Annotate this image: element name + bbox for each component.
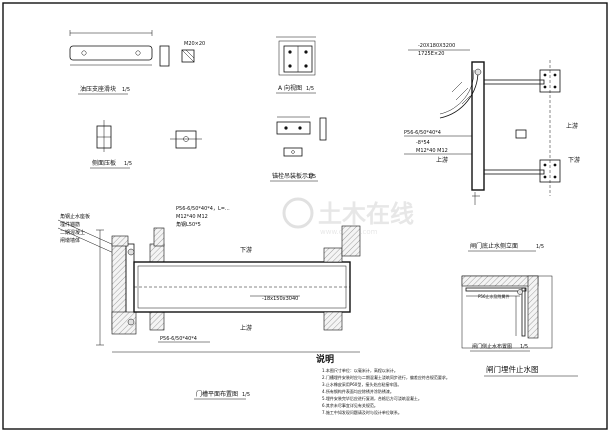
note-item: 4.所有钢构件表面均应除锈并涂防锈漆。 bbox=[322, 388, 394, 394]
plan-left-callout-2: 埋件锚筋 bbox=[60, 221, 80, 228]
seal-corner-detail: P56止水及附属件 闸门侧止水布置图 1/5 闸门埋件止水图 bbox=[461, 275, 578, 377]
eyebolt-scale: 1/5 bbox=[308, 174, 316, 180]
elev-callout-e: -20X180X3200 bbox=[418, 43, 455, 49]
plan-callout-a: P56-6/50*40*4，L=... bbox=[176, 206, 230, 212]
seal-note: P56止水及附属件 bbox=[478, 293, 510, 299]
plan-mid-callout: -18x150x3040 bbox=[262, 296, 298, 302]
note-item: 2.门槽埋件安装时应与二期混凝土浇筑同步进行，偏差应符合规范要求。 bbox=[322, 374, 450, 380]
seal-corner-title: 闸门侧止水布置图 bbox=[472, 343, 512, 350]
elev-upstream-left: 上游 bbox=[436, 156, 448, 164]
plan-callout-c: 角钢L50*5 bbox=[176, 221, 201, 228]
gate-plan-title: 门槽平面布置图 bbox=[196, 390, 238, 398]
side-plate-title: 侧面压板 bbox=[92, 159, 116, 167]
plan-callout-b: M12*40 M12 bbox=[176, 214, 208, 220]
notes-title: 说明 bbox=[316, 353, 334, 365]
elev-downstream: 下游 bbox=[568, 156, 580, 164]
plan-left-callout-3: 二期混凝土 bbox=[60, 229, 85, 236]
side-plate-detail: 侧面压板 1/5 bbox=[90, 120, 202, 169]
slider-dim-label: M20×20 bbox=[184, 41, 205, 47]
elev-callout-c: M12*40 M12 bbox=[416, 148, 448, 154]
note-item: 7.施工中如发现问题请及时与设计单位联系。 bbox=[322, 409, 402, 415]
note-item: 5.埋件安装完毕后应进行复测，合格后方可浇筑混凝土。 bbox=[322, 395, 422, 401]
gate-plan-scale: 1/5 bbox=[242, 392, 250, 398]
elev-callout-a: P56-6/50*40*4 bbox=[404, 130, 441, 136]
gate-elevation: -20X180X3200 1725E×20 P56-6/50*40*4 -8*5… bbox=[404, 43, 580, 252]
watermark: 土木在线 www.co188.com bbox=[282, 197, 414, 236]
slider-title: 油压支座滑块 bbox=[80, 85, 116, 93]
note-item: 6.其余未尽事宜详见有关规范。 bbox=[322, 402, 378, 408]
direction-view: A 向视图 1/5 bbox=[276, 36, 316, 94]
seal-corner-scale: 1/5 bbox=[520, 344, 528, 350]
eyebolt-title: 锚栓吊装板示意 bbox=[272, 172, 314, 180]
eyebolt-detail: 锚栓吊装板示意 1/5 bbox=[270, 116, 327, 182]
elev-callout-b: -8*54 bbox=[416, 140, 430, 146]
note-item: 3.止水橡皮采用P60型，接头处应粘接牢固。 bbox=[322, 381, 401, 387]
plan-left-callout-4: 闸墩墙体 bbox=[60, 237, 80, 244]
plan-bottom-callout: P56-6/50*40*4 bbox=[160, 336, 197, 342]
plan-left-callout-1: 角钢止水座板 bbox=[60, 213, 90, 220]
gate-plan: 角钢止水座板 埋件锚筋 二期混凝土 闸墩墙体 P56-6/50*40*4，L=.… bbox=[57, 206, 361, 400]
note-item: 1.本图尺寸单位：以毫米计，高程以米计。 bbox=[322, 367, 398, 373]
gate-elev-title: 闸门底止水侧立面 bbox=[470, 242, 518, 250]
gate-elev-scale: 1/5 bbox=[536, 244, 544, 250]
direction-scale: 1/5 bbox=[306, 86, 314, 92]
watermark-text: 土木在线 bbox=[318, 200, 414, 228]
direction-title: A 向视图 bbox=[278, 84, 302, 92]
plan-downstream: 下游 bbox=[240, 246, 252, 254]
side-plate-scale: 1/5 bbox=[124, 161, 132, 167]
embedded-title: 闸门埋件止水图 bbox=[486, 364, 539, 374]
elev-callout-d: 1725E×20 bbox=[418, 51, 444, 57]
elev-upstream: 上游 bbox=[566, 122, 578, 130]
plan-upstream: 上游 bbox=[240, 324, 252, 332]
slider-detail: M20×20 油压支座滑块 1/5 bbox=[69, 30, 205, 95]
slider-scale: 1/5 bbox=[122, 87, 130, 93]
notes-block: 说明 1.本图尺寸单位：以毫米计，高程以米计。 2.门槽埋件安装时应与二期混凝土… bbox=[316, 353, 450, 415]
